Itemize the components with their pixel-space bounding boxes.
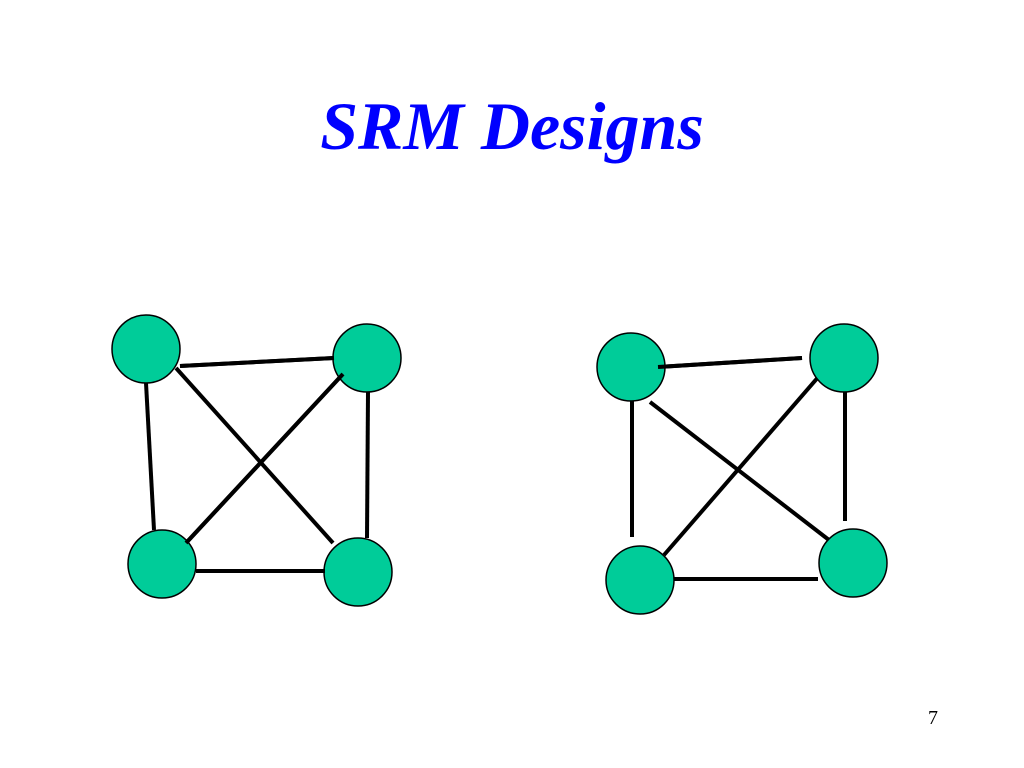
left-edge-top-right-to-bottom-right bbox=[365, 391, 370, 539]
left-edge-overlay-top-right-to-bottom-left bbox=[184, 372, 345, 545]
right-node-top-left bbox=[596, 332, 666, 402]
left-node-top-right bbox=[332, 323, 402, 393]
right-edge-top-left-to-bottom-right bbox=[648, 400, 831, 542]
right-edge-top-right-to-bottom-left bbox=[662, 373, 822, 557]
right-node-bottom-right bbox=[818, 528, 888, 598]
diagram-left bbox=[111, 314, 402, 607]
left-edge-overlay-top-left-to-top-right bbox=[179, 356, 335, 368]
left-node-bottom-left bbox=[127, 529, 197, 599]
diagram-right bbox=[596, 323, 888, 615]
left-edge-top-left-to-bottom-right bbox=[174, 366, 335, 545]
right-edge-overlay-top-left-to-top-right bbox=[657, 356, 803, 369]
right-node-bottom-left bbox=[605, 545, 675, 615]
left-node-bottom-right bbox=[323, 537, 393, 607]
right-node-top-right bbox=[809, 323, 879, 393]
page-number: 7 bbox=[928, 707, 938, 729]
slide-title: SRM Designs bbox=[320, 88, 704, 164]
left-edge-top-left-to-bottom-left bbox=[144, 382, 156, 531]
left-node-top-left bbox=[111, 314, 181, 384]
